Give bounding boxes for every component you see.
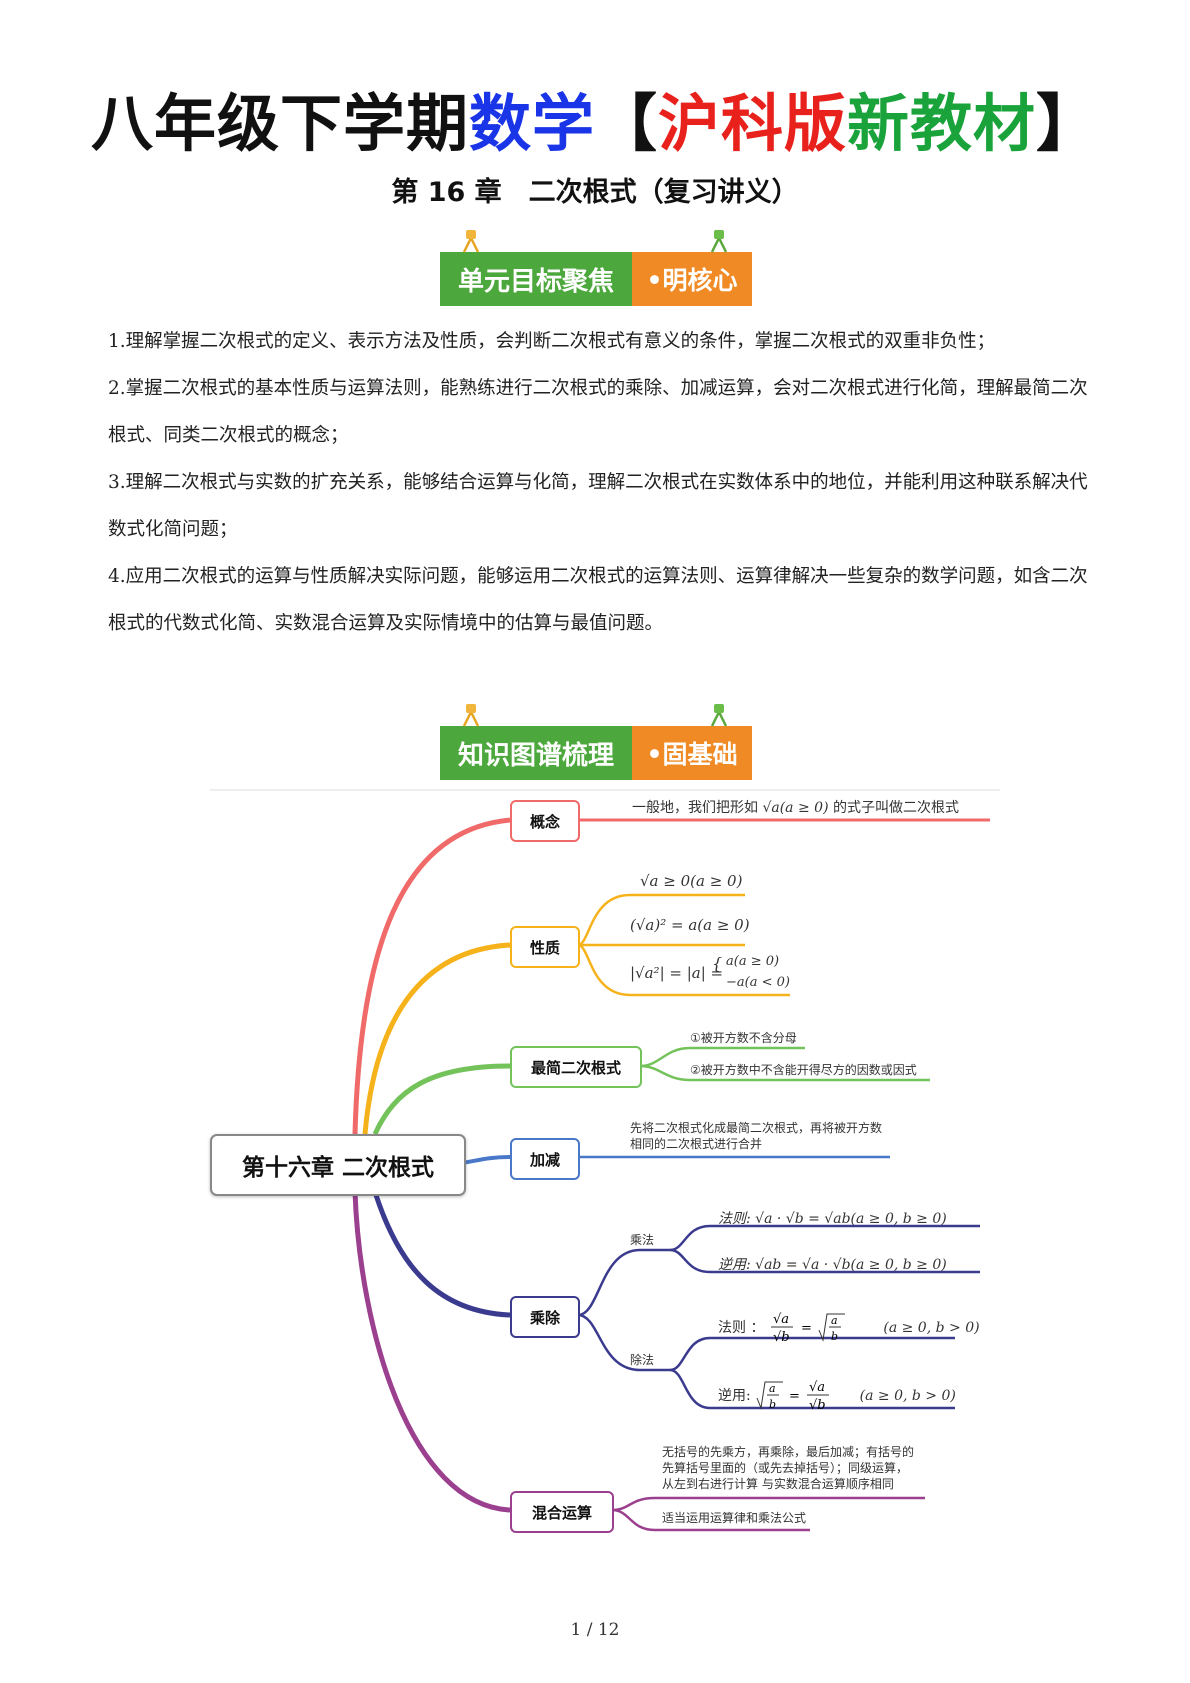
title-part-new: 新教材 <box>847 87 1037 160</box>
addsub-rule: 先将二次根式化成最简二次根式，再将被开方数 相同的二次根式进行合并 <box>630 1120 882 1152</box>
mixed-law-tip: 适当运用运算律和乘法公式 <box>662 1511 807 1525</box>
section-banner-goals: 单元目标聚焦 •明核心 <box>440 230 752 306</box>
page-number: 1 / 12 <box>570 1620 620 1640</box>
svg-text:a: a <box>769 1382 776 1395</box>
svg-text:√a: √a <box>809 1380 825 1395</box>
concept-text-prefix: 一般地，我们把形如 <box>632 800 758 816</box>
divide-label: 除法 <box>630 1353 655 1367</box>
divide-inverse-label: 逆用: <box>718 1388 751 1404</box>
section-banner-knowledge: 知识图谱梳理 •固基础 <box>440 704 752 780</box>
property-square: (√a)² = a(a ≥ 0) <box>630 916 750 934</box>
title-part-grade: 八年级下学期 <box>90 87 469 160</box>
svg-text:√a: √a <box>773 1312 789 1327</box>
objective-item: 3.理解二次根式与实数的扩充关系，能够结合运算与化简，理解二次根式在实数体系中的… <box>108 472 1088 540</box>
simplest-condition: ①被开方数不含分母 <box>690 1031 797 1045</box>
divide-inverse: 逆用: a b = √a √b (a ≥ 0, b > 0) <box>718 1378 956 1414</box>
property-brace: { <box>712 954 723 973</box>
svg-text:a: a <box>831 1314 838 1327</box>
node-multiply-divide: 乘除 <box>510 1296 580 1338</box>
property-case-negative: −a(a < 0) <box>726 975 790 990</box>
divide-rule-formula: √a √b = a b <box>770 1312 845 1345</box>
mixed-rule-line: 先算括号里面的（或先去掉括号）；同级运算， <box>662 1461 909 1475</box>
svg-text:=: = <box>789 1389 800 1404</box>
chapter-subtitle: 第 16 章 二次根式（复习讲义） <box>391 177 799 208</box>
addsub-rule-line: 先将二次根式化成最简二次根式，再将被开方数 <box>630 1121 883 1135</box>
property-abs: |√a²| = |a| = <box>630 964 724 982</box>
node-simplest-radical: 最简二次根式 <box>510 1046 642 1088</box>
objective-item: 4.应用二次根式的运算与性质解决实际问题，能够运用二次根式的运算法则、运算律解决… <box>108 566 1088 634</box>
divide-rule-label: 法则 ： <box>718 1320 765 1336</box>
concept-formula: √a(a ≥ 0) <box>762 800 829 816</box>
clip-icon <box>462 230 480 253</box>
node-add-subtract: 加减 <box>510 1138 580 1180</box>
title-part-edition: 沪科版 <box>658 87 848 160</box>
property-case-positive: a(a ≥ 0) <box>726 954 780 969</box>
objective-item: 1.理解掌握二次根式的定义、表示方法及性质，会判断二次根式有意义的条件，掌握二次… <box>108 331 996 352</box>
banner-label: 知识图谱梳理 <box>440 726 632 780</box>
node-concept: 概念 <box>510 800 580 842</box>
simplest-condition: ②被开方数中不含能开得尽方的因数或因式 <box>690 1063 917 1077</box>
node-mixed-operations: 混合运算 <box>510 1491 614 1533</box>
title-part-subject: 数学 <box>468 87 595 160</box>
divide-inverse-formula: a b = √a √b <box>756 1380 830 1413</box>
svg-text:√b: √b <box>809 1398 826 1413</box>
multiply-inverse: 逆用: √ab = √a · √b(a ≥ 0, b ≥ 0) <box>718 1257 947 1273</box>
mindmap-center-node: 第十六章 二次根式 <box>210 1134 466 1196</box>
mixed-rule-line: 从左到右进行计算 与实数混合运算顺序相同 <box>662 1477 894 1491</box>
svg-text:b: b <box>769 1398 776 1411</box>
title-bracket-open: 【 <box>594 87 658 160</box>
multiply-rule: 法则: √a · √b = √ab(a ≥ 0, b ≥ 0) <box>718 1211 947 1227</box>
divide-inverse-condition: (a ≥ 0, b > 0) <box>859 1388 956 1404</box>
addsub-rule-line: 相同的二次根式进行合并 <box>630 1137 763 1151</box>
mixed-order-rule: 无括号的先乘方，再乘除，最后加减；有括号的 先算括号里面的（或先去掉括号）；同级… <box>662 1444 914 1492</box>
concept-text-suffix: 的式子叫做二次根式 <box>832 800 959 816</box>
page-title: 八年级下学期数学【沪科版新教材】 <box>0 84 1190 164</box>
concept-definition: 一般地，我们把形如 √a(a ≥ 0) 的式子叫做二次根式 <box>632 797 959 817</box>
multiply-label: 乘法 <box>630 1233 655 1247</box>
clip-icon <box>710 704 728 727</box>
property-nonnegative: √a ≥ 0(a ≥ 0) <box>640 872 743 890</box>
banner-label: 单元目标聚焦 <box>440 252 632 306</box>
objective-item: 2.掌握二次根式的基本性质与运算法则，能熟练进行二次根式的乘除、加减运算，会对二… <box>108 378 1088 446</box>
clip-icon <box>710 230 728 253</box>
svg-text:√b: √b <box>773 1330 790 1345</box>
divide-rule-condition: (a ≥ 0, b > 0) <box>883 1320 980 1336</box>
title-bracket-close: 】 <box>1036 87 1100 160</box>
objectives-list: 1.理解掌握二次根式的定义、表示方法及性质，会判断二次根式有意义的条件，掌握二次… <box>108 318 1088 647</box>
svg-text:b: b <box>831 1330 838 1343</box>
clip-icon <box>462 704 480 727</box>
svg-text:=: = <box>801 1321 812 1336</box>
banner-tag: •明核心 <box>632 252 752 306</box>
node-property: 性质 <box>510 926 580 968</box>
banner-tag: •固基础 <box>632 726 752 780</box>
divide-rule: 法则 ： √a √b = a b (a ≥ 0, b > 0) <box>718 1310 980 1346</box>
mixed-rule-line: 无括号的先乘方，再乘除，最后加减；有括号的 <box>662 1445 915 1459</box>
